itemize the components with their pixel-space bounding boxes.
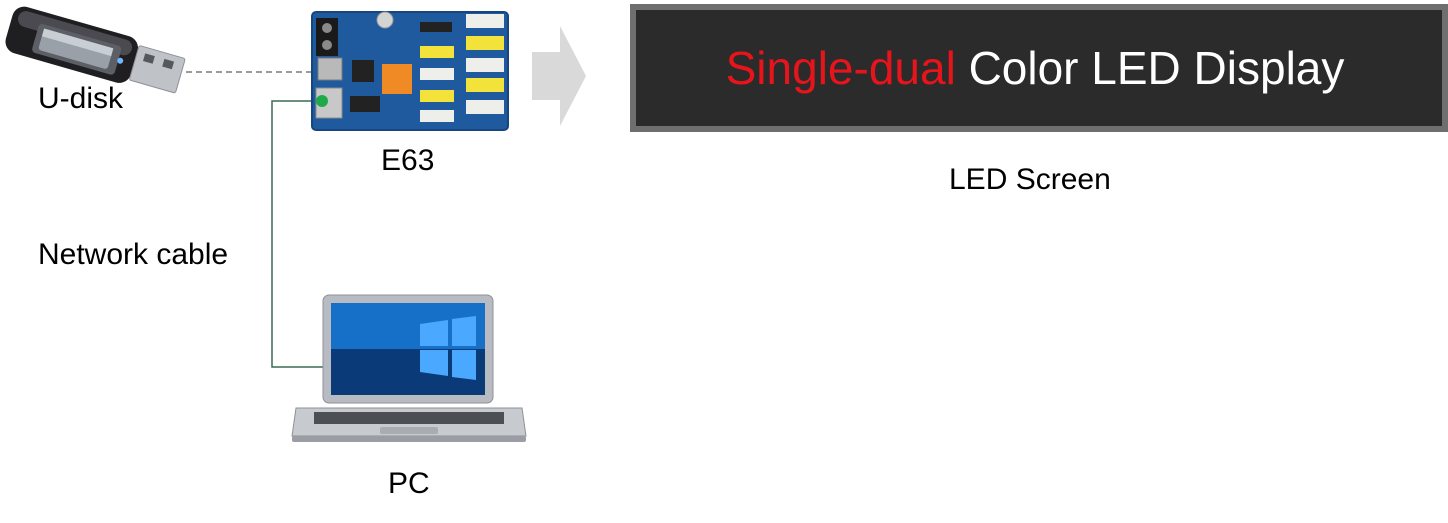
led-text-white: Color LED Display <box>968 42 1345 94</box>
led-text-red: Single-dual <box>725 42 956 94</box>
udisk-label: U-disk <box>38 82 124 115</box>
network-cable-line <box>271 100 331 368</box>
controller-board-icon <box>311 11 509 131</box>
led-display-text: Single-dual Color LED Display <box>726 45 1345 91</box>
laptop-icon <box>291 294 527 442</box>
led-text-space <box>956 42 969 94</box>
controller-label: E63 <box>381 144 435 177</box>
network-cable-label: Network cable <box>38 238 229 271</box>
board-connector-dot <box>316 95 328 107</box>
right-arrow-icon <box>532 26 586 126</box>
led-screen-label: LED Screen <box>949 163 1111 196</box>
pc-label: PC <box>388 467 430 500</box>
usb-drive-icon <box>5 6 186 94</box>
led-screen-panel: Single-dual Color LED Display <box>630 4 1448 132</box>
